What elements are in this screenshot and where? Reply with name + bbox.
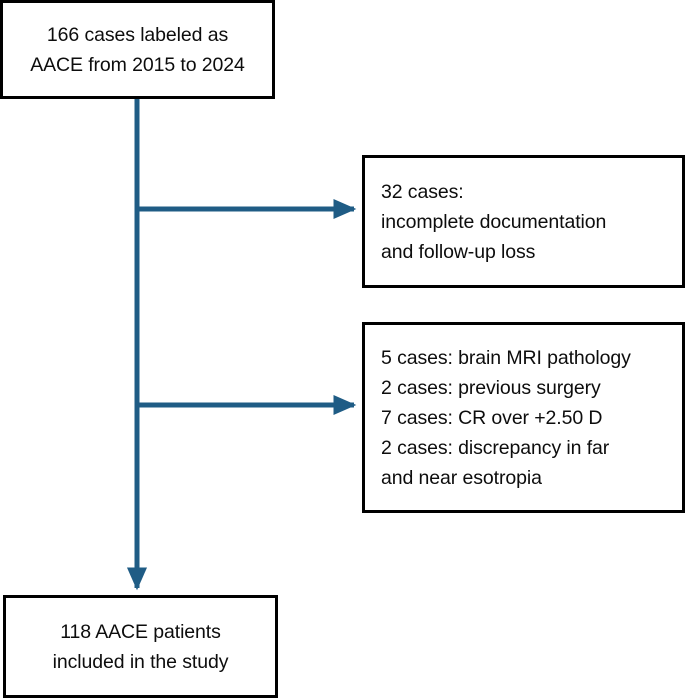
- node-excluded-1-line-3: and follow-up loss: [381, 240, 536, 263]
- node-excluded-documentation: 32 cases: incomplete documentation and f…: [362, 155, 685, 288]
- node-source-cohort: 166 cases labeled as AACE from 2015 to 2…: [0, 0, 275, 99]
- node-excluded-2-line-4: 2 cases: discrepancy in far: [381, 436, 610, 459]
- node-excluded-2-line-3: 7 cases: CR over +2.50 D: [381, 406, 603, 429]
- node-source-line-2: AACE from 2015 to 2024: [30, 53, 245, 76]
- node-excluded-1-line-2: incomplete documentation: [381, 210, 607, 233]
- node-excluded-2-line-2: 2 cases: previous surgery: [381, 376, 601, 399]
- node-final-cohort: 118 AACE patients included in the study: [3, 595, 278, 698]
- node-final-line-1: 118 AACE patients: [60, 620, 221, 643]
- node-excluded-clinical: 5 cases: brain MRI pathology 2 cases: pr…: [362, 322, 685, 513]
- node-final-line-2: included in the study: [52, 650, 229, 673]
- node-source-line-1: 166 cases labeled as: [46, 23, 229, 46]
- node-excluded-2-line-5: and near esotropia: [381, 466, 542, 489]
- node-excluded-2-line-1: 5 cases: brain MRI pathology: [381, 346, 631, 369]
- node-excluded-1-line-1: 32 cases:: [381, 180, 464, 203]
